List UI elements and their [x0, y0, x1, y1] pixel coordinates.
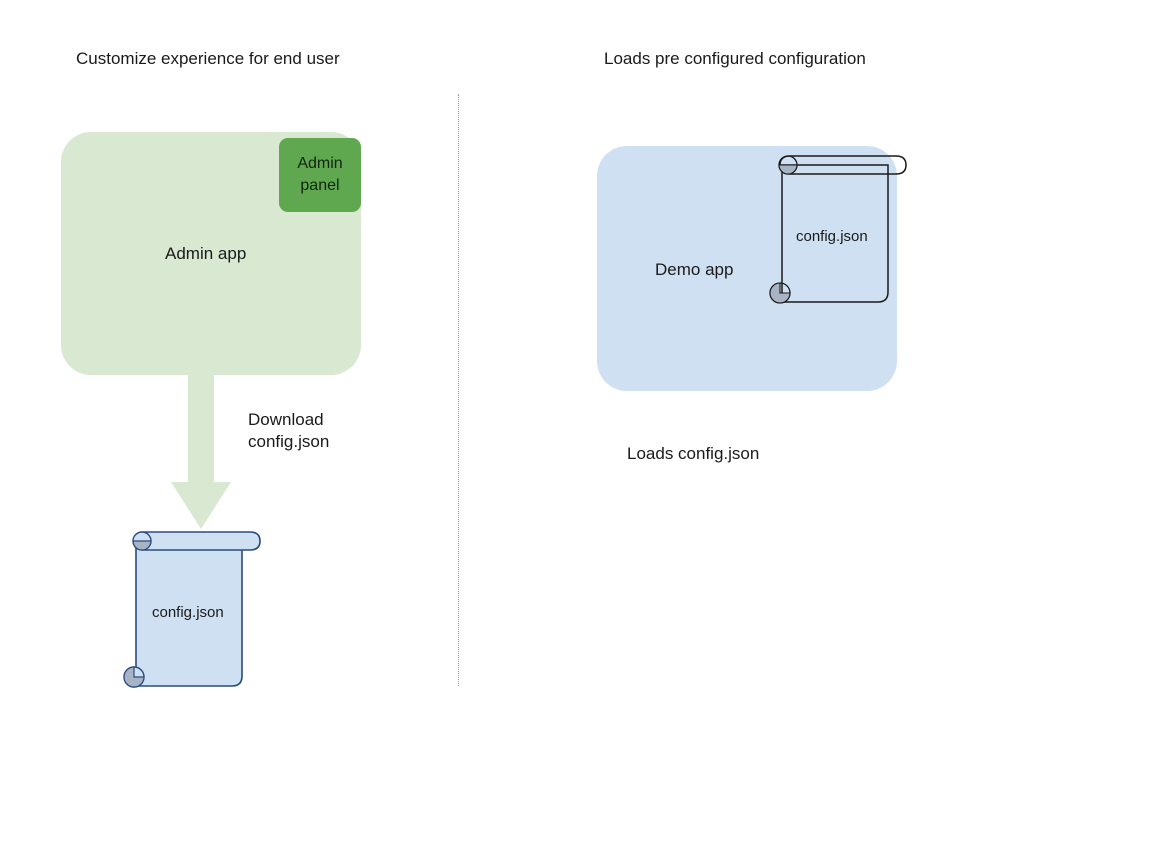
- download-label-line2: config.json: [248, 432, 330, 451]
- loads-config-caption: Loads config.json: [627, 444, 760, 463]
- admin-panel-label-line2: panel: [300, 177, 340, 194]
- admin-app-label: Admin app: [165, 244, 247, 263]
- admin-panel-box[interactable]: Admin panel: [279, 138, 361, 212]
- right-section-title: Loads pre configured configuration: [604, 49, 866, 68]
- left-section-title: Customize experience for end user: [76, 49, 340, 68]
- config-json-document-left: [120, 528, 270, 693]
- admin-panel-label: Admin panel: [297, 153, 342, 197]
- demo-app-box: [597, 146, 897, 391]
- download-label-line1: Download: [248, 410, 324, 429]
- config-json-document-right: [769, 152, 920, 310]
- admin-panel-label-line1: Admin: [297, 155, 343, 172]
- download-arrow-icon: [170, 372, 232, 530]
- vertical-divider: [458, 94, 459, 686]
- demo-app-label: Demo app: [655, 260, 734, 279]
- config-json-label-left: config.json: [152, 604, 224, 621]
- download-arrow-label: Download config.json: [248, 409, 329, 453]
- config-json-label-right: config.json: [796, 228, 868, 245]
